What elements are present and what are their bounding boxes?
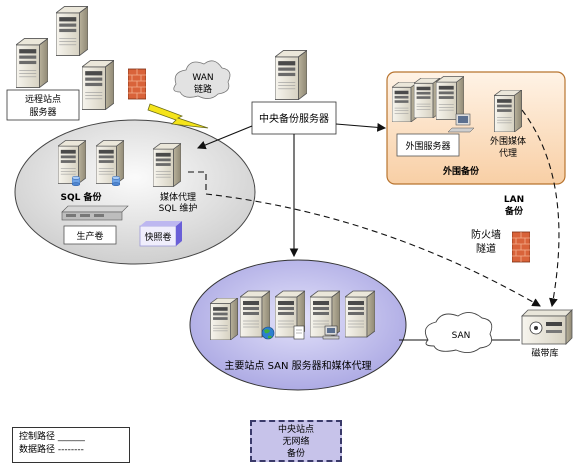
- perimeter-server-icon: [436, 76, 464, 120]
- san-cloud: SAN: [424, 312, 493, 353]
- tape-library: 磁带库: [521, 309, 573, 359]
- perimeter-media-agent-icon: [494, 90, 522, 132]
- central-server-icon: [275, 50, 307, 100]
- perimeter-server-label: 外围服务器: [405, 140, 450, 152]
- perimeter-backup-box: 外围服务器 外围媒体 代理 外围备份: [386, 71, 566, 185]
- san-main-label: 主要站点 SAN 服务器和媒体代理: [224, 359, 371, 372]
- sql-media-agent-label: 媒体代理: [160, 191, 196, 203]
- perimeter-data-path: [521, 109, 560, 308]
- sql-data-path: [188, 171, 541, 307]
- central-server-label: 中央备份服务器: [259, 112, 329, 125]
- snapshot-volume-icon: [139, 221, 182, 247]
- legend-box: 控制路径 ______ 数据路径 --------: [12, 427, 130, 463]
- remote-site-label: 服务器: [29, 106, 56, 118]
- remote-site-group: 远程站点 服务器: [6, 6, 114, 121]
- globe-icon: [261, 326, 275, 340]
- database-icon: [72, 176, 80, 186]
- perimeter-media-agent-label: 外围媒体: [490, 135, 526, 147]
- remote-site-label: 远程站点: [25, 93, 61, 105]
- perimeter-workstation-icon: [447, 113, 475, 133]
- production-volume-icon: [61, 205, 129, 221]
- perimeter-backup-title: 外围备份: [442, 165, 480, 177]
- snapshot-volume-label: 快照卷: [144, 231, 171, 243]
- firewall-icon: [128, 68, 146, 100]
- sql-backup-label: SQL 备份: [60, 191, 102, 203]
- remote-site-label-box: [6, 89, 80, 121]
- offsite-backup-box: 中央站点 无网络 备份: [250, 420, 342, 462]
- perimeter-media-agent-label: 代理: [499, 148, 517, 159]
- remote-server-icon: [56, 6, 88, 56]
- wan-label: 链路: [194, 83, 212, 95]
- san-cloud-label: SAN: [452, 331, 471, 341]
- legend-data-path: 数据路径 --------: [19, 445, 84, 455]
- workstation-icon: [322, 325, 340, 340]
- san-server-icon: [210, 298, 238, 340]
- arrow-to-perimeter: [335, 122, 387, 132]
- sql-server-icon: [58, 140, 86, 184]
- san-server-icon: [345, 290, 375, 338]
- document-icon: [293, 325, 305, 340]
- offsite-label: 中央站点: [277, 425, 314, 435]
- arrow-to-sql-site: [196, 125, 253, 150]
- remote-server-icon: [82, 60, 114, 110]
- lan-backup-label: 备份: [504, 205, 524, 217]
- central-server-label-box: [251, 101, 337, 135]
- legend-control-path: 控制路径 ______: [19, 432, 85, 442]
- sql-media-agent-label: SQL 维护: [159, 202, 198, 214]
- wan-label: WAN: [192, 73, 213, 83]
- perimeter-server-label-box: [396, 133, 460, 157]
- firewall-tunnel-label: 隧道: [476, 242, 496, 255]
- firewall-tunnel-label: 防火墙: [471, 228, 501, 241]
- offsite-label: 备份: [286, 449, 305, 459]
- offsite-label: 无网络: [282, 437, 310, 447]
- sql-media-agent-icon: [153, 143, 181, 187]
- production-volume-label-box: [63, 225, 117, 245]
- lan-backup-label: LAN: [504, 195, 524, 205]
- firewall-icon: [512, 231, 530, 263]
- production-volume-label: 生产卷: [76, 230, 103, 242]
- primary-san-ellipse: 主要站点 SAN 服务器和媒体代理: [189, 259, 407, 391]
- remote-server-icon: [16, 38, 48, 88]
- sql-site-ellipse: SQL 备份 媒体代理 SQL 维护 生产卷 快照卷: [14, 119, 256, 265]
- lightning-bolt-icon: [147, 103, 209, 129]
- tape-library-label: 磁带库: [531, 347, 558, 359]
- central-backup-server: 中央备份服务器: [251, 50, 337, 135]
- wan-cloud: WAN 链路: [173, 60, 231, 99]
- database-icon: [112, 176, 120, 186]
